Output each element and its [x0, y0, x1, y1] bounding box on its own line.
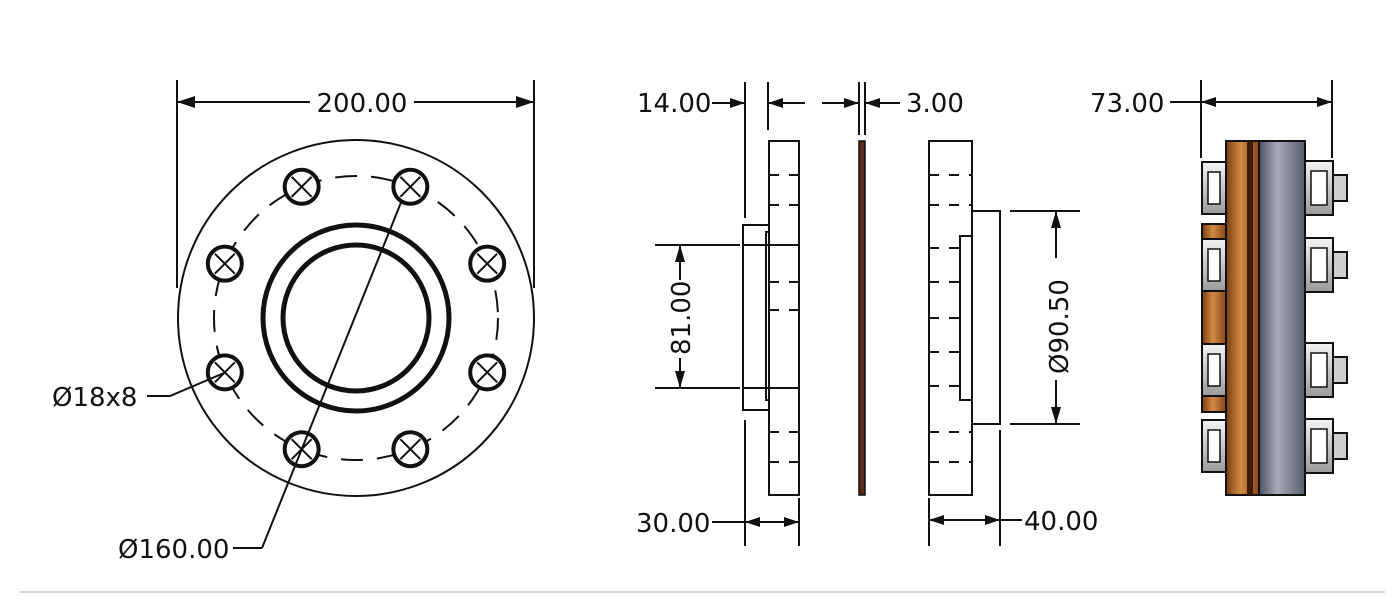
bolt-holes — [205, 167, 507, 469]
bolt-circle — [213, 175, 499, 461]
bolt-hole — [391, 430, 430, 469]
left-part-length-dimension: 30.00 — [636, 420, 800, 546]
gasket-thickness-label: 3.00 — [906, 89, 964, 119]
assembly-length-label: 73.00 — [1090, 89, 1164, 119]
steel-flange — [1258, 140, 1306, 496]
copper-flange — [1225, 140, 1260, 496]
bolt — [1201, 160, 1348, 216]
bolt-hole-leader — [147, 372, 225, 397]
bolt — [1201, 342, 1348, 398]
right-part-length-dimension: 40.00 — [928, 430, 1098, 546]
gasket — [858, 140, 866, 496]
bore-diameter-label: Ø90.50 — [1045, 279, 1075, 374]
left-part-length-label: 30.00 — [636, 509, 710, 539]
overall-diameter-dimension: 200.00 — [176, 80, 535, 288]
bolt-hole — [205, 244, 244, 283]
right-flange-hub — [972, 210, 1001, 425]
bolt-circle-leader — [261, 199, 403, 549]
overall-diameter-label: 200.00 — [317, 89, 408, 119]
bolt-circle-callout: Ø160.00 — [118, 535, 229, 565]
bolt-hole — [468, 244, 507, 283]
assembly-gasket — [1247, 141, 1253, 495]
right-flange-side-view — [928, 140, 1001, 496]
assembly-view — [1201, 140, 1348, 496]
bolt-hole — [391, 167, 430, 206]
right-part-length-label: 40.00 — [1024, 507, 1098, 537]
bolt-hole — [282, 167, 321, 206]
flange-thickness-dimension: 14.00 — [637, 82, 805, 218]
bolt-hole — [205, 353, 244, 392]
hub-outer-circle — [260, 222, 452, 414]
assembly-bolts — [1201, 160, 1348, 474]
left-flange-side-view — [742, 140, 800, 496]
bolt — [1201, 237, 1348, 293]
gasket-side-view: 3.00 — [822, 82, 964, 496]
bolt — [1201, 418, 1348, 474]
left-flange-hub — [742, 224, 769, 411]
flange-thickness-label: 14.00 — [637, 89, 711, 119]
bore-circle — [280, 242, 432, 394]
assembly-length-dimension: 73.00 — [1090, 80, 1333, 158]
hub-diameter-label: 81.00 — [667, 281, 697, 355]
bore-diameter-dimension: Ø90.50 — [1010, 210, 1080, 425]
left-flange-plate — [768, 140, 800, 496]
flange-outer-circle — [177, 139, 535, 497]
bolt-hole — [468, 353, 507, 392]
front-view — [147, 139, 535, 549]
bolt-hole-callout: Ø18x8 — [52, 383, 137, 413]
hub-diameter-dimension: 81.00 — [655, 244, 740, 389]
